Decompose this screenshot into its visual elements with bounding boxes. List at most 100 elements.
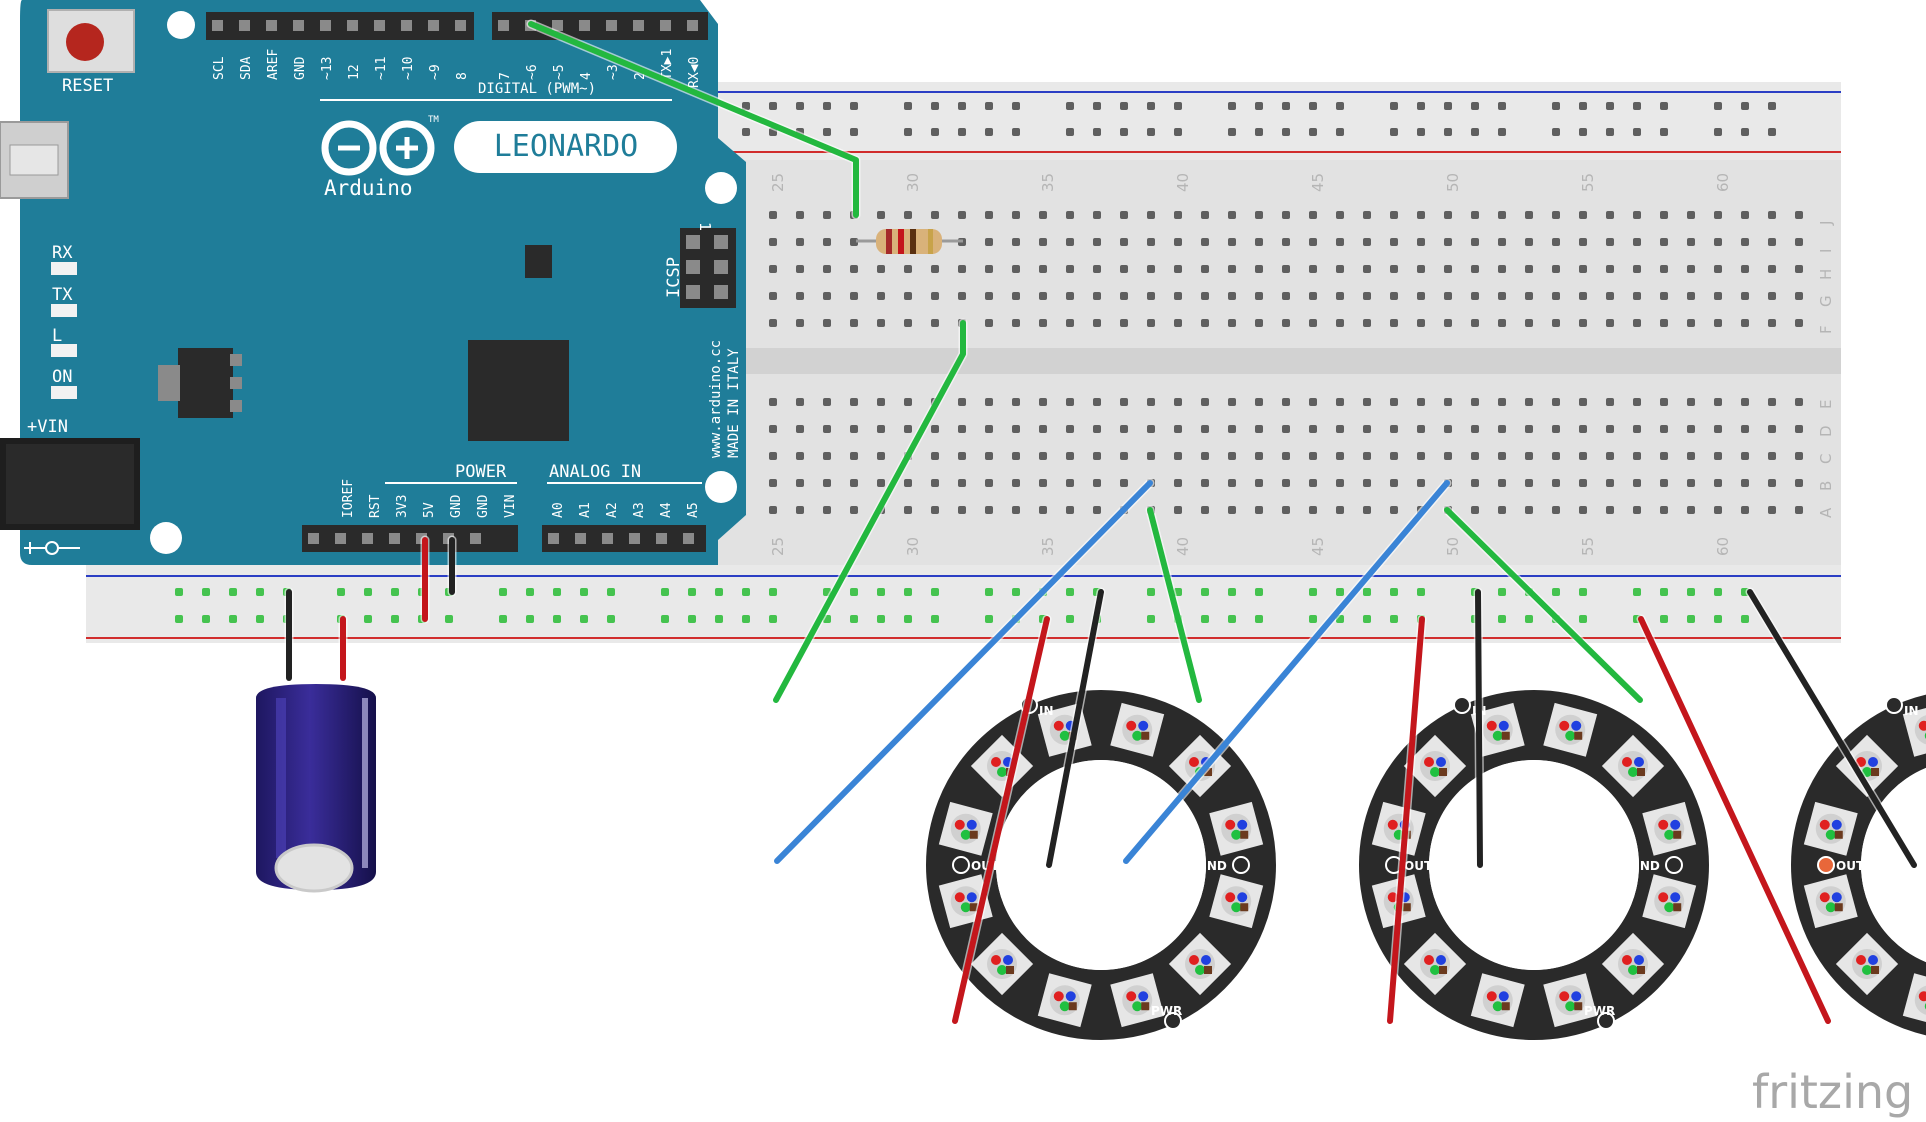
breadboard-hole[interactable] xyxy=(1363,588,1371,596)
breadboard-hole[interactable] xyxy=(796,102,804,110)
breadboard-hole[interactable] xyxy=(364,588,372,596)
breadboard-hole[interactable] xyxy=(796,238,804,246)
breadboard-hole[interactable] xyxy=(175,615,183,623)
breadboard-hole[interactable] xyxy=(688,615,696,623)
breadboard-hole[interactable] xyxy=(769,292,777,300)
breadboard-hole[interactable] xyxy=(1552,479,1560,487)
breadboard-hole[interactable] xyxy=(1066,238,1074,246)
breadboard-hole[interactable] xyxy=(1390,292,1398,300)
breadboard-hole[interactable] xyxy=(1687,615,1695,623)
breadboard-hole[interactable] xyxy=(1282,102,1290,110)
breadboard-hole[interactable] xyxy=(877,615,885,623)
breadboard-hole[interactable] xyxy=(1552,128,1560,136)
breadboard-hole[interactable] xyxy=(1282,506,1290,514)
breadboard-hole[interactable] xyxy=(1390,588,1398,596)
breadboard-hole[interactable] xyxy=(1066,398,1074,406)
breadboard-hole[interactable] xyxy=(1417,588,1425,596)
breadboard-hole[interactable] xyxy=(1228,211,1236,219)
breadboard-hole[interactable] xyxy=(1741,292,1749,300)
breadboard-hole[interactable] xyxy=(1741,128,1749,136)
breadboard-hole[interactable] xyxy=(1039,425,1047,433)
breadboard-hole[interactable] xyxy=(1120,128,1128,136)
breadboard-hole[interactable] xyxy=(1039,452,1047,460)
breadboard-hole[interactable] xyxy=(1120,479,1128,487)
ring-gnd-pad[interactable] xyxy=(1232,856,1250,874)
breadboard-hole[interactable] xyxy=(904,506,912,514)
breadboard-hole[interactable] xyxy=(1390,211,1398,219)
breadboard-hole[interactable] xyxy=(1552,506,1560,514)
breadboard-hole[interactable] xyxy=(1768,479,1776,487)
breadboard-hole[interactable] xyxy=(1228,588,1236,596)
breadboard-hole[interactable] xyxy=(1525,319,1533,327)
breadboard-hole[interactable] xyxy=(1228,102,1236,110)
header-pin[interactable] xyxy=(428,20,439,31)
breadboard-hole[interactable] xyxy=(1795,452,1803,460)
breadboard-hole[interactable] xyxy=(1471,211,1479,219)
breadboard-hole[interactable] xyxy=(1228,265,1236,273)
breadboard-hole[interactable] xyxy=(1174,238,1182,246)
breadboard-hole[interactable] xyxy=(391,615,399,623)
breadboard-hole[interactable] xyxy=(1714,425,1722,433)
breadboard-hole[interactable] xyxy=(1309,128,1317,136)
breadboard-hole[interactable] xyxy=(1066,265,1074,273)
breadboard-hole[interactable] xyxy=(1579,238,1587,246)
breadboard-hole[interactable] xyxy=(661,615,669,623)
header-pin[interactable] xyxy=(266,20,277,31)
wire-ring1-out-to-ring2-in[interactable] xyxy=(774,480,1153,864)
ring-in-pad[interactable] xyxy=(1885,696,1903,714)
breadboard-hole[interactable] xyxy=(1525,238,1533,246)
breadboard-hole[interactable] xyxy=(1498,265,1506,273)
breadboard-hole[interactable] xyxy=(958,265,966,273)
breadboard-hole[interactable] xyxy=(1093,398,1101,406)
breadboard-hole[interactable] xyxy=(1498,238,1506,246)
breadboard-hole[interactable] xyxy=(1417,238,1425,246)
breadboard-hole[interactable] xyxy=(1201,238,1209,246)
breadboard-hole[interactable] xyxy=(1768,102,1776,110)
breadboard-hole[interactable] xyxy=(1444,265,1452,273)
breadboard-hole[interactable] xyxy=(1309,615,1317,623)
breadboard-hole[interactable] xyxy=(1039,292,1047,300)
breadboard-hole[interactable] xyxy=(1579,128,1587,136)
breadboard-hole[interactable] xyxy=(850,319,858,327)
breadboard-hole[interactable] xyxy=(904,398,912,406)
breadboard-hole[interactable] xyxy=(796,425,804,433)
breadboard-hole[interactable] xyxy=(1174,506,1182,514)
wire-ring1-gnd[interactable] xyxy=(1046,589,1104,868)
breadboard-hole[interactable] xyxy=(1309,265,1317,273)
breadboard-hole[interactable] xyxy=(1660,319,1668,327)
breadboard-hole[interactable] xyxy=(1417,452,1425,460)
header-pin[interactable] xyxy=(239,20,250,31)
breadboard-hole[interactable] xyxy=(850,128,858,136)
breadboard-hole[interactable] xyxy=(1444,292,1452,300)
ring-in-pad[interactable] xyxy=(1453,696,1471,714)
breadboard-hole[interactable] xyxy=(877,452,885,460)
breadboard-hole[interactable] xyxy=(1120,425,1128,433)
breadboard-hole[interactable] xyxy=(1039,319,1047,327)
breadboard-hole[interactable] xyxy=(1336,452,1344,460)
breadboard-hole[interactable] xyxy=(1660,265,1668,273)
breadboard-hole[interactable] xyxy=(1255,588,1263,596)
breadboard-hole[interactable] xyxy=(1255,398,1263,406)
breadboard-hole[interactable] xyxy=(1768,265,1776,273)
header-pin[interactable] xyxy=(401,20,412,31)
breadboard-hole[interactable] xyxy=(1255,238,1263,246)
breadboard-hole[interactable] xyxy=(823,238,831,246)
breadboard-hole[interactable] xyxy=(1714,238,1722,246)
breadboard-hole[interactable] xyxy=(1363,506,1371,514)
breadboard-hole[interactable] xyxy=(985,238,993,246)
breadboard-hole[interactable] xyxy=(931,292,939,300)
breadboard-hole[interactable] xyxy=(985,588,993,596)
breadboard-hole[interactable] xyxy=(769,425,777,433)
breadboard-hole[interactable] xyxy=(958,425,966,433)
breadboard-hole[interactable] xyxy=(1444,238,1452,246)
header-pin[interactable] xyxy=(548,533,559,544)
breadboard-hole[interactable] xyxy=(1120,238,1128,246)
breadboard-hole[interactable] xyxy=(742,128,750,136)
breadboard-hole[interactable] xyxy=(1633,292,1641,300)
breadboard-hole[interactable] xyxy=(1066,479,1074,487)
breadboard-hole[interactable] xyxy=(1120,292,1128,300)
breadboard-hole[interactable] xyxy=(877,588,885,596)
breadboard-hole[interactable] xyxy=(1471,479,1479,487)
breadboard-hole[interactable] xyxy=(1336,588,1344,596)
breadboard-hole[interactable] xyxy=(958,211,966,219)
